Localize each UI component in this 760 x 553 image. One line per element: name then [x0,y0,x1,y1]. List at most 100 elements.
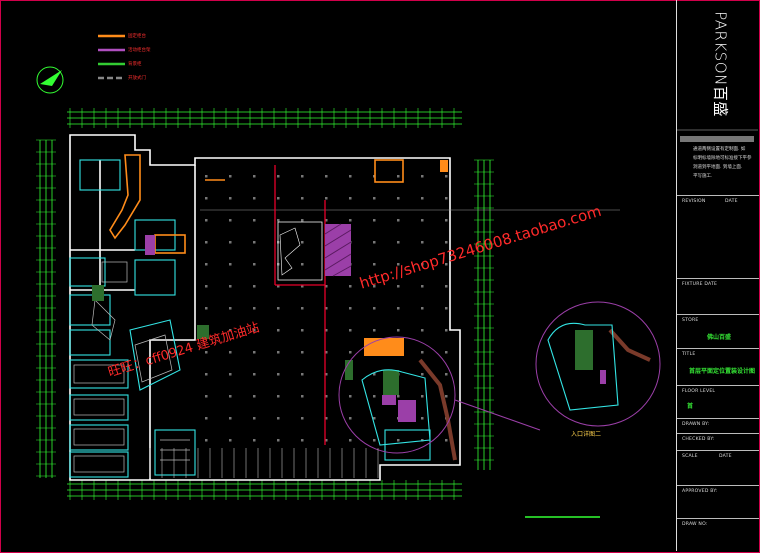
structural-column [349,285,352,288]
structural-column [445,351,448,354]
structural-column [421,285,424,288]
structural-column [373,219,376,222]
structural-column [253,351,256,354]
note-line-2: 标明标墙除地可标准接下平参 [693,156,752,161]
approved-by-label: APPROVED BY: [682,489,718,494]
structural-column [301,307,304,310]
structural-column [325,329,328,332]
structural-column [301,395,304,398]
structural-column [445,263,448,266]
structural-column [253,263,256,266]
structural-column [397,329,400,332]
structural-column [301,329,304,332]
bottom-stalls [149,448,379,478]
structural-column [277,285,280,288]
structural-column [325,351,328,354]
note-line-4: 平写施工. [693,174,713,179]
drawing-number-label: DRAW NO: [682,522,708,527]
structural-column [349,175,352,178]
structural-column [373,197,376,200]
note-line-3: 洞道到平地面. 到墙上面. [693,165,743,170]
legend-lines [98,34,125,80]
structural-column [205,395,208,398]
structural-column [277,307,280,310]
structural-column [205,439,208,442]
building-outline [69,134,461,481]
red-axis [274,165,326,445]
structural-column [205,307,208,310]
structural-column [301,417,304,420]
parkson-logo: PARKSON百盛 [711,11,730,117]
fixed-counters [109,154,404,254]
structural-column [445,395,448,398]
floor-value: 首 [687,403,694,410]
structural-column [397,175,400,178]
structural-column [349,395,352,398]
structural-column [205,263,208,266]
entrance-walls [361,322,619,446]
legend-label-fixed: 固定柜台 [128,34,146,39]
orange-fill [364,160,448,356]
structural-column [277,373,280,376]
structural-column [253,307,256,310]
legend-label-open-door: 开放式门 [128,76,146,81]
structural-column [253,241,256,244]
structural-column [205,241,208,244]
structural-column [421,197,424,200]
structural-column [301,439,304,442]
dimension-lines [39,111,600,518]
store-label: STORE [682,318,699,323]
structural-column [205,351,208,354]
structural-column [301,263,304,266]
structural-column [421,175,424,178]
structural-column [349,351,352,354]
structural-column [301,241,304,244]
structural-column [253,219,256,222]
structural-column [301,285,304,288]
entrance-detail-label: 入口详图二 [571,431,602,438]
structural-column [421,373,424,376]
structural-column [205,373,208,376]
structural-column [397,241,400,244]
structural-column [325,219,328,222]
structural-column [373,307,376,310]
checked-by-label: CHECKED BY: [682,437,715,442]
structural-column [277,329,280,332]
structural-column [373,263,376,266]
scale-date-label: DATE [719,454,732,459]
structural-column [445,285,448,288]
structural-column [229,175,232,178]
structural-column [445,307,448,310]
structural-column [277,395,280,398]
structural-column [397,263,400,266]
structural-column [349,329,352,332]
left-room-details [73,261,190,473]
structural-column [229,351,232,354]
brown-path [418,328,651,461]
structural-column [421,351,424,354]
movable-counters [145,235,606,422]
structural-column [397,285,400,288]
structural-column [277,219,280,222]
structural-column [229,263,232,266]
structural-column [277,439,280,442]
structural-column [445,329,448,332]
date-label: DATE [725,199,738,204]
structural-column [301,175,304,178]
structural-column [445,197,448,200]
structural-column [421,241,424,244]
structural-column [421,263,424,266]
structural-column [301,219,304,222]
structural-column [445,373,448,376]
structural-column [445,439,448,442]
structural-column [373,439,376,442]
structural-column [277,175,280,178]
scale-label: SCALE [682,454,698,459]
structural-column [205,175,208,178]
drawn-by-label: DRAWN BY: [682,422,710,427]
structural-column [373,285,376,288]
structural-column [253,417,256,420]
structural-column [397,307,400,310]
structural-column [229,219,232,222]
store-value: 佛山百盛 [707,334,732,341]
